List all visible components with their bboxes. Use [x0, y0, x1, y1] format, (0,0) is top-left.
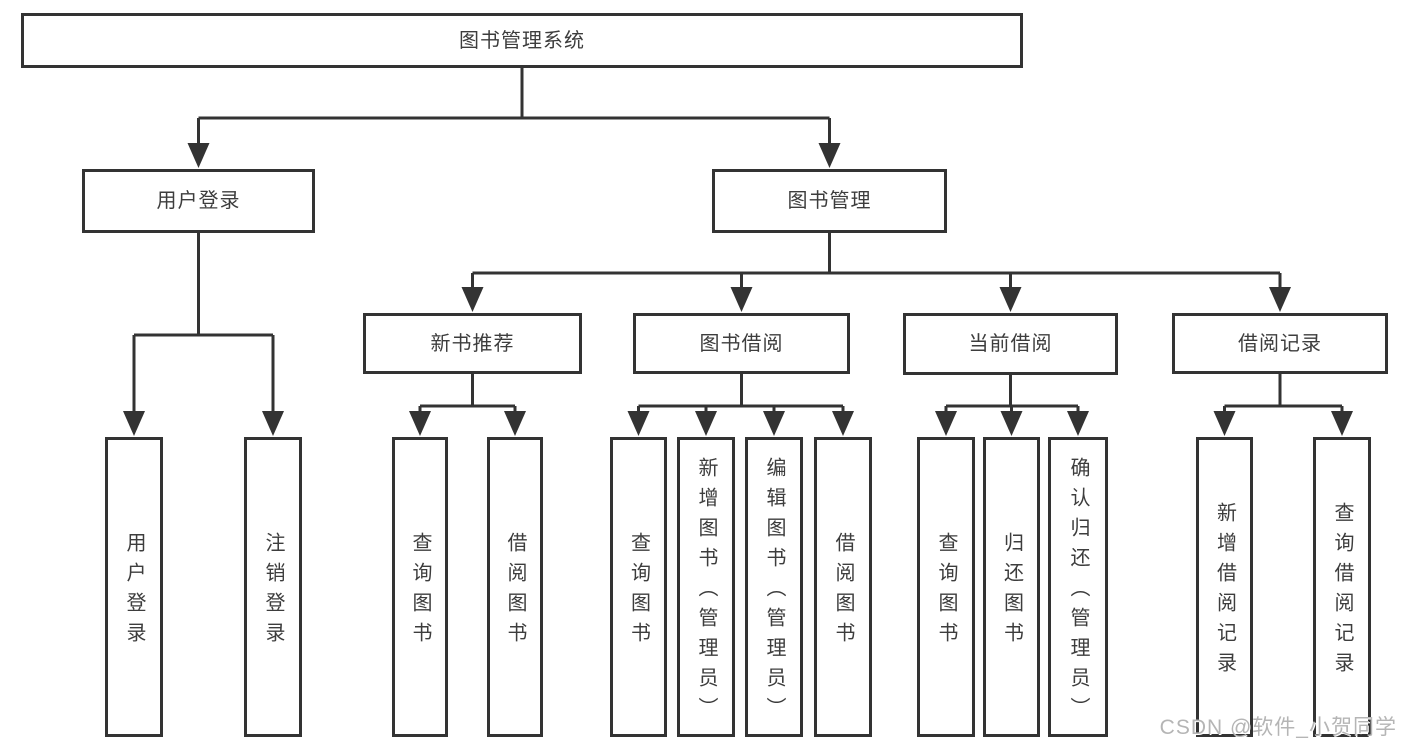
node-label: 查询图书 — [935, 532, 957, 652]
node-br-query: 查询借阅记录 — [1313, 437, 1371, 737]
node-bb-add: 新增图书（管理员） — [677, 437, 735, 737]
node-bb-query: 查询图书 — [610, 437, 667, 737]
node-label: 用户登录 — [123, 532, 145, 652]
node-current-borrow: 当前借阅 — [903, 313, 1118, 375]
node-bb-edit: 编辑图书（管理员） — [745, 437, 803, 737]
node-br-add: 新增借阅记录 — [1196, 437, 1253, 737]
node-label: 借阅图书 — [504, 532, 526, 652]
node-label: 图书借阅 — [699, 332, 784, 355]
node-label: 确认归还（管理员） — [1067, 457, 1089, 727]
node-label: 借阅记录 — [1238, 332, 1322, 355]
node-label: 新增图书（管理员） — [695, 457, 717, 727]
node-nb-borrow: 借阅图书 — [487, 437, 543, 737]
node-borrow-records: 借阅记录 — [1172, 313, 1388, 374]
node-bb-borrow: 借阅图书 — [814, 437, 872, 737]
node-label: 编辑图书（管理员） — [763, 457, 785, 727]
node-label: 用户登录 — [156, 190, 241, 212]
node-cb-confirm: 确认归还（管理员） — [1048, 437, 1108, 737]
node-label: 当前借阅 — [968, 333, 1053, 355]
node-label: 查询图书 — [627, 532, 650, 652]
node-cb-return: 归还图书 — [983, 437, 1040, 737]
node-user-login: 用户登录 — [82, 169, 315, 233]
node-label: 图书管理系统 — [459, 29, 585, 52]
node-root: 图书管理系统 — [21, 13, 1023, 68]
node-label: 查询借阅记录 — [1331, 502, 1353, 682]
node-label: 借阅图书 — [832, 532, 854, 652]
node-new-book-rec: 新书推荐 — [363, 313, 582, 374]
node-ul-logout: 注销登录 — [244, 437, 302, 737]
node-book-borrow: 图书借阅 — [633, 313, 850, 374]
node-label: 图书管理 — [787, 190, 872, 212]
node-label: 查询图书 — [409, 532, 431, 652]
node-book-mgmt: 图书管理 — [712, 169, 947, 233]
node-label: 归还图书 — [1000, 532, 1023, 652]
node-nb-query: 查询图书 — [392, 437, 448, 737]
node-label: 注销登录 — [262, 532, 284, 652]
node-label: 新增借阅记录 — [1213, 502, 1236, 682]
node-label: 新书推荐 — [430, 332, 515, 355]
node-cb-query: 查询图书 — [917, 437, 975, 737]
node-ul-login: 用户登录 — [105, 437, 163, 737]
